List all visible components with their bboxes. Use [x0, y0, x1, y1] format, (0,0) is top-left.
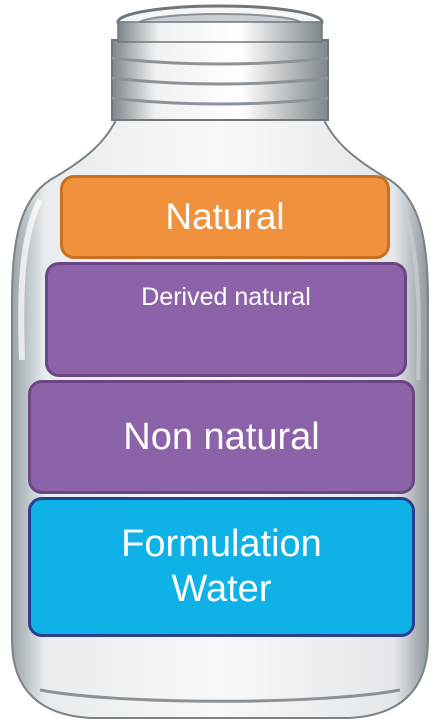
non-natural-layer: Non natural	[28, 380, 415, 494]
natural-layer: Natural	[60, 175, 390, 259]
formulation-water-layer: Formulation Water	[28, 497, 415, 637]
non-natural-label: Non natural	[123, 415, 320, 458]
natural-label: Natural	[165, 196, 285, 237]
derived-natural-label: Derived natural	[141, 283, 311, 311]
water-label: Water	[171, 568, 272, 610]
formulation-label: Formulation	[121, 523, 322, 566]
derived-natural-layer: Derived natural	[45, 262, 407, 377]
